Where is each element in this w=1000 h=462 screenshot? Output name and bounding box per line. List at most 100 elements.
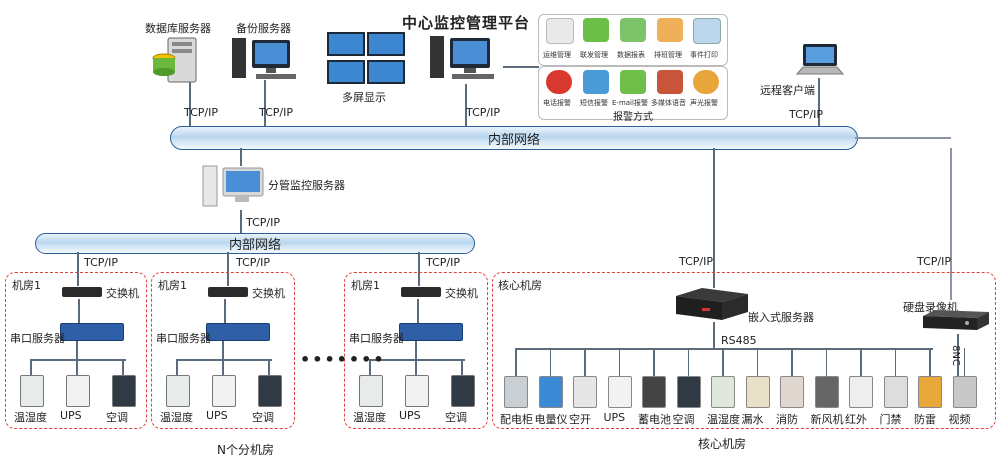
core-device-label: 空调 xyxy=(672,413,695,426)
sound-light-alarm-icon[interactable] xyxy=(693,70,719,94)
switch-label: 交换机 xyxy=(445,287,478,300)
room-device-icon xyxy=(20,375,44,407)
room-device-label: UPS xyxy=(206,409,228,422)
room-device-icon xyxy=(166,375,190,407)
core-device-icon xyxy=(642,376,666,408)
room-device-label: 温湿度 xyxy=(353,411,386,424)
serial-server-label: 串口服务器 xyxy=(349,332,404,345)
core-device-icon xyxy=(504,376,528,408)
branch-server-icon xyxy=(202,165,264,207)
phone-alarm-icon[interactable] xyxy=(546,70,572,94)
sms-alarm-icon[interactable] xyxy=(583,70,609,94)
room-name: 机房1 xyxy=(351,279,380,292)
ellipsis: ••••••• xyxy=(300,350,386,369)
core-device-label: 防雷 xyxy=(914,413,936,426)
center-workstation-icon xyxy=(430,36,494,79)
serial-server-icon xyxy=(60,323,124,341)
serial-server-icon xyxy=(399,323,463,341)
platform-title: 中心监控管理平台 xyxy=(402,14,531,32)
main-network-label: 内部网络 xyxy=(487,133,540,148)
alarm-label-multimedia: 多媒体语音 xyxy=(651,99,686,107)
room-device-icon xyxy=(359,375,383,407)
room-device-label: UPS xyxy=(60,409,82,422)
switch-label: 交换机 xyxy=(252,287,285,300)
core-device-icon xyxy=(745,376,770,408)
room-device-icon xyxy=(112,375,136,407)
core-device-icon xyxy=(711,376,735,408)
core-device-icon xyxy=(538,376,563,408)
switch-label: 交换机 xyxy=(106,287,139,300)
multi-screen-label: 多屏显示 xyxy=(342,91,386,104)
room-device-label: UPS xyxy=(399,409,421,422)
room-device-label: 空调 xyxy=(252,411,274,424)
linkage-management-icon[interactable] xyxy=(583,18,609,42)
protocol-label-room3: TCP/IP xyxy=(426,256,460,269)
multi-screen-icon xyxy=(327,32,405,84)
backup-server-icon xyxy=(232,38,296,79)
db-server-icon xyxy=(152,37,197,83)
protocol-label-branch: TCP/IP xyxy=(246,216,280,229)
protocol-label-db: TCP/IP xyxy=(184,106,218,119)
function-label-ops: 运维管理 xyxy=(543,51,571,59)
core-device-label: 空开 xyxy=(569,413,591,426)
schedule-management-icon[interactable] xyxy=(657,18,683,42)
video-line-label: 8NC xyxy=(949,345,961,366)
data-report-icon[interactable] xyxy=(620,18,646,42)
room-name: 机房1 xyxy=(12,279,41,292)
db-server-label: 数据库服务器 xyxy=(145,22,211,35)
core-device-label: 蓄电池 xyxy=(638,413,671,426)
n-rooms-caption: N个分机房 xyxy=(217,443,274,457)
rs485-label: RS485 xyxy=(721,334,757,347)
sub-network-bus: 内部网络 xyxy=(35,233,475,254)
room-device-icon xyxy=(212,375,236,407)
switch-icon xyxy=(62,287,102,297)
protocol-label-backup: TCP/IP xyxy=(259,106,293,119)
room-device-icon xyxy=(258,375,282,407)
room-device-label: 空调 xyxy=(106,411,128,424)
protocol-label-center: TCP/IP xyxy=(466,106,500,119)
core-device-label: 配电柜 xyxy=(500,413,533,426)
event-print-icon[interactable] xyxy=(693,18,721,44)
function-label-print: 事件打印 xyxy=(690,51,718,59)
laptop-icon xyxy=(795,44,845,75)
main-network-bus: 内部网络 xyxy=(170,126,858,150)
embedded-server-label: 嵌入式服务器 xyxy=(748,311,814,324)
room-device-label: 温湿度 xyxy=(160,411,193,424)
protocol-label-core: TCP/IP xyxy=(679,255,713,268)
core-device-label: 漏水 xyxy=(741,413,764,426)
alarm-label-email: E-mail报警 xyxy=(612,99,648,107)
alarm-caption: 报警方式 xyxy=(613,112,653,123)
function-label-schedule: 排班管理 xyxy=(654,51,682,59)
core-device-icon xyxy=(918,376,942,408)
room-device-label: 空调 xyxy=(445,411,467,424)
core-device-label: UPS xyxy=(603,411,626,424)
core-device-label: 电量仪 xyxy=(534,413,568,426)
ops-management-icon[interactable] xyxy=(546,18,574,44)
multimedia-voice-icon[interactable] xyxy=(657,70,683,94)
email-alarm-icon[interactable] xyxy=(620,70,646,94)
core-device-label: 红外 xyxy=(845,413,867,426)
core-device-icon xyxy=(607,376,632,408)
room-device-icon xyxy=(66,375,90,407)
protocol-label-dvr: TCP/IP xyxy=(917,255,951,268)
core-device-icon xyxy=(849,376,873,408)
serial-server-icon xyxy=(206,323,270,341)
core-device-label: 门禁 xyxy=(879,413,902,426)
room-device-icon xyxy=(451,375,475,407)
switch-icon xyxy=(401,287,441,297)
branch-room: 机房1 交换机串口服务器温湿度 UPS 空调 xyxy=(344,272,488,429)
core-room-caption: 核心机房 xyxy=(698,437,747,451)
function-label-linkage: 联发管理 xyxy=(580,51,608,59)
core-device-label: 新风机 xyxy=(810,413,844,426)
alarm-label-sms: 短信报警 xyxy=(580,99,608,107)
remote-client-label: 远程客户端 xyxy=(760,84,815,97)
room-name: 机房1 xyxy=(158,279,187,292)
protocol-label-room1: TCP/IP xyxy=(84,256,118,269)
core-device-icon xyxy=(814,376,839,408)
dvr-icon xyxy=(923,310,989,330)
serial-server-label: 串口服务器 xyxy=(156,332,211,345)
alarm-label-phone: 电话报警 xyxy=(543,99,571,107)
core-room-name: 核心机房 xyxy=(498,279,542,292)
serial-server-label: 串口服务器 xyxy=(10,332,65,345)
